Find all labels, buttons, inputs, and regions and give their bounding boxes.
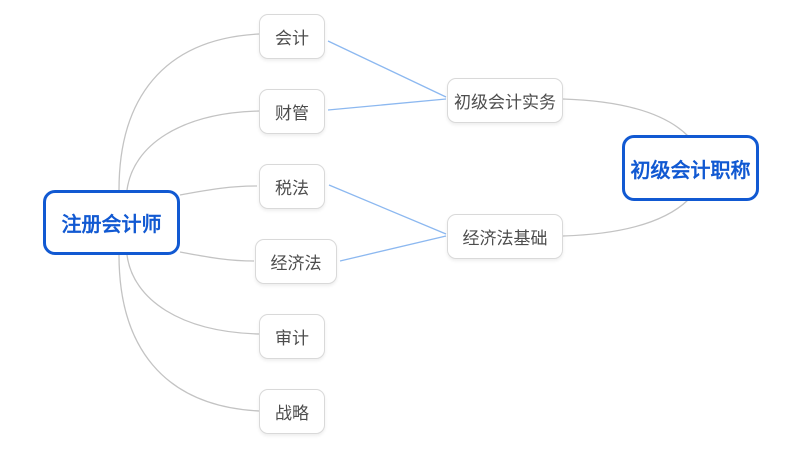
node-audit-label: 审计 (275, 329, 309, 348)
node-financial-management-label: 财管 (275, 104, 309, 123)
node-junior-accounting-title-label: 初级会计职称 (630, 159, 751, 182)
node-cpa-root-label: 注册会计师 (61, 214, 162, 236)
edge-root-shenji (126, 254, 260, 335)
node-accounting-label: 会计 (275, 29, 309, 48)
node-strategy-label: 战略 (275, 404, 309, 423)
edge-root-shuifa (179, 185, 258, 196)
edge-caiguan-chujishiwu (327, 98, 447, 111)
node-economic-law-fundamentals[interactable]: 经济法基础 (447, 214, 563, 259)
node-financial-management[interactable]: 财管 (259, 89, 325, 134)
node-elementary-accounting-practice[interactable]: 初级会计实务 (447, 78, 563, 123)
node-strategy[interactable]: 战略 (259, 389, 325, 434)
node-junior-accounting-title[interactable]: 初级会计职称 (622, 135, 759, 201)
node-economic-law-label: 经济法 (270, 254, 322, 273)
node-economic-law-fundamentals-label: 经济法基础 (462, 229, 548, 248)
edge-chujishiwu-chujizc (562, 98, 689, 137)
edge-jjfjichu-chujizc (562, 199, 689, 237)
node-tax-law[interactable]: 税法 (259, 164, 325, 209)
edge-shuifa-jjfjichu (328, 184, 447, 235)
edge-jingjifa-jjfjichu (339, 235, 447, 262)
edge-root-kuaiji (118, 33, 260, 191)
edge-root-caiguan (126, 110, 260, 191)
edge-root-jingjifa (179, 251, 255, 262)
node-tax-law-label: 税法 (275, 179, 309, 198)
node-economic-law[interactable]: 经济法 (255, 239, 337, 284)
node-audit[interactable]: 审计 (259, 314, 325, 359)
node-cpa-root[interactable]: 注册会计师 (43, 190, 180, 255)
node-accounting[interactable]: 会计 (259, 14, 325, 59)
node-elementary-accounting-practice-label: 初级会计实务 (454, 93, 556, 112)
edge-kuaiji-chujishiwu (327, 40, 447, 98)
edge-root-zhanlve (118, 254, 260, 412)
